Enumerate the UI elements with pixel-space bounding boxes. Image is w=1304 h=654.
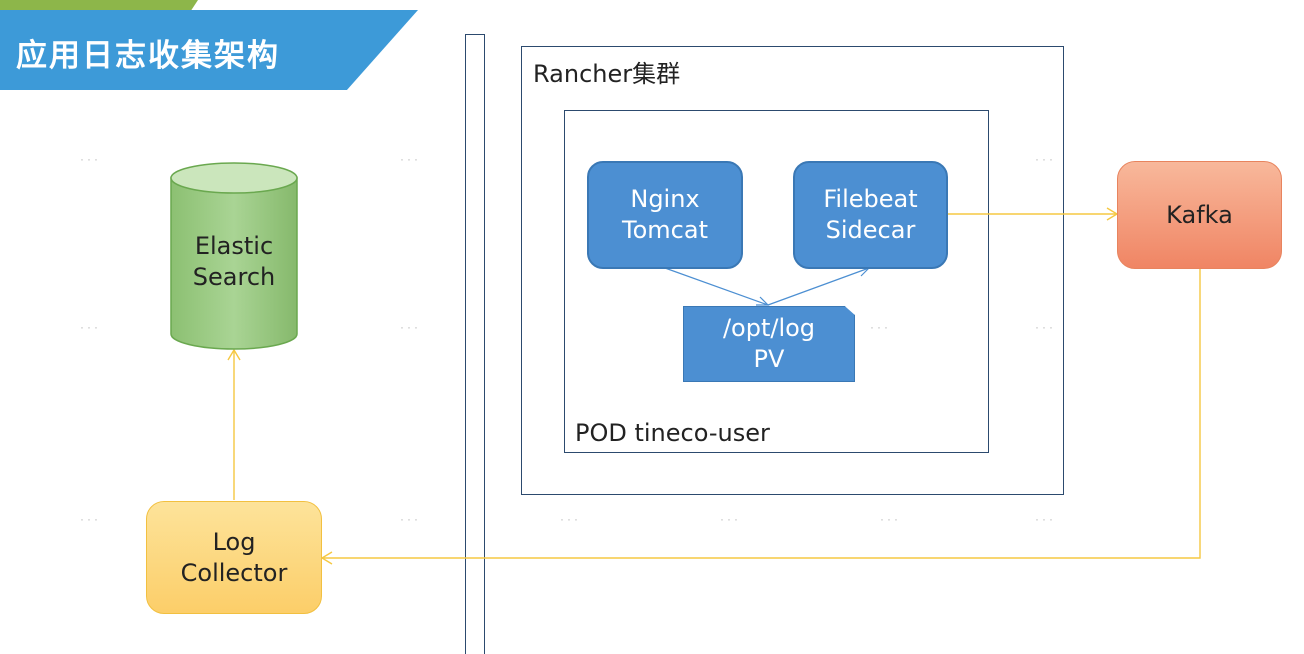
kafka-label: Kafka [1166, 200, 1233, 229]
grid-dots: ··· [1035, 320, 1056, 334]
grid-dots: ··· [1035, 152, 1056, 166]
vertical-divider [465, 34, 485, 654]
pv-label: PV [753, 345, 785, 373]
elastic-search-cylinder [170, 162, 298, 350]
pv-volume-node: /opt/log PV [683, 306, 855, 382]
nginx-tomcat-node: Nginx Tomcat [587, 161, 743, 269]
collector-label: Collector [180, 558, 288, 587]
rancher-cluster-frame [521, 46, 1064, 495]
rancher-cluster-label: Rancher集群 [533, 60, 681, 88]
arrow-pv-to-filebeat [767, 267, 870, 306]
elastic-search-node: Elastic Search [171, 214, 297, 310]
filebeat-label: Filebeat [823, 185, 918, 213]
cylinder-body [170, 177, 298, 350]
pod-label: POD tineco-user [575, 419, 770, 447]
grid-dots: ··· [400, 152, 421, 166]
search-label: Search [192, 263, 276, 291]
log-label: Log [212, 527, 256, 556]
filebeat-sidecar-node: Filebeat Sidecar [793, 161, 948, 269]
arrowhead-kafka-to-collector [320, 551, 333, 565]
grid-dots: ··· [80, 320, 101, 334]
grid-dots: ··· [870, 320, 891, 334]
grid-dots: ··· [400, 320, 421, 334]
page-title: 应用日志收集架构 [16, 38, 280, 74]
kafka-node: Kafka [1117, 161, 1282, 269]
grid-dots: ··· [80, 512, 101, 526]
elastic-label: Elastic [194, 232, 274, 260]
grid-dots: ··· [1035, 512, 1056, 526]
header-banner [0, 10, 418, 90]
arrow-nginx-to-pv [664, 267, 769, 306]
grid-dots: ··· [80, 152, 101, 166]
sidecar-label: Sidecar [825, 216, 916, 244]
arrowhead-collector-to-elastic [227, 348, 241, 361]
arrow-kafka-to-collector [322, 268, 1201, 559]
tomcat-label: Tomcat [622, 216, 708, 244]
pod-frame [564, 110, 989, 453]
cylinder-top [170, 162, 298, 194]
log-collector-node: Log Collector [146, 501, 322, 614]
grid-dots: ··· [400, 512, 421, 526]
nginx-label: Nginx [630, 185, 700, 213]
grid-dots: ··· [880, 512, 901, 526]
grid-dots: ··· [560, 512, 581, 526]
pv-path-label: /opt/log [722, 314, 816, 342]
grid-dots: ··· [720, 512, 741, 526]
